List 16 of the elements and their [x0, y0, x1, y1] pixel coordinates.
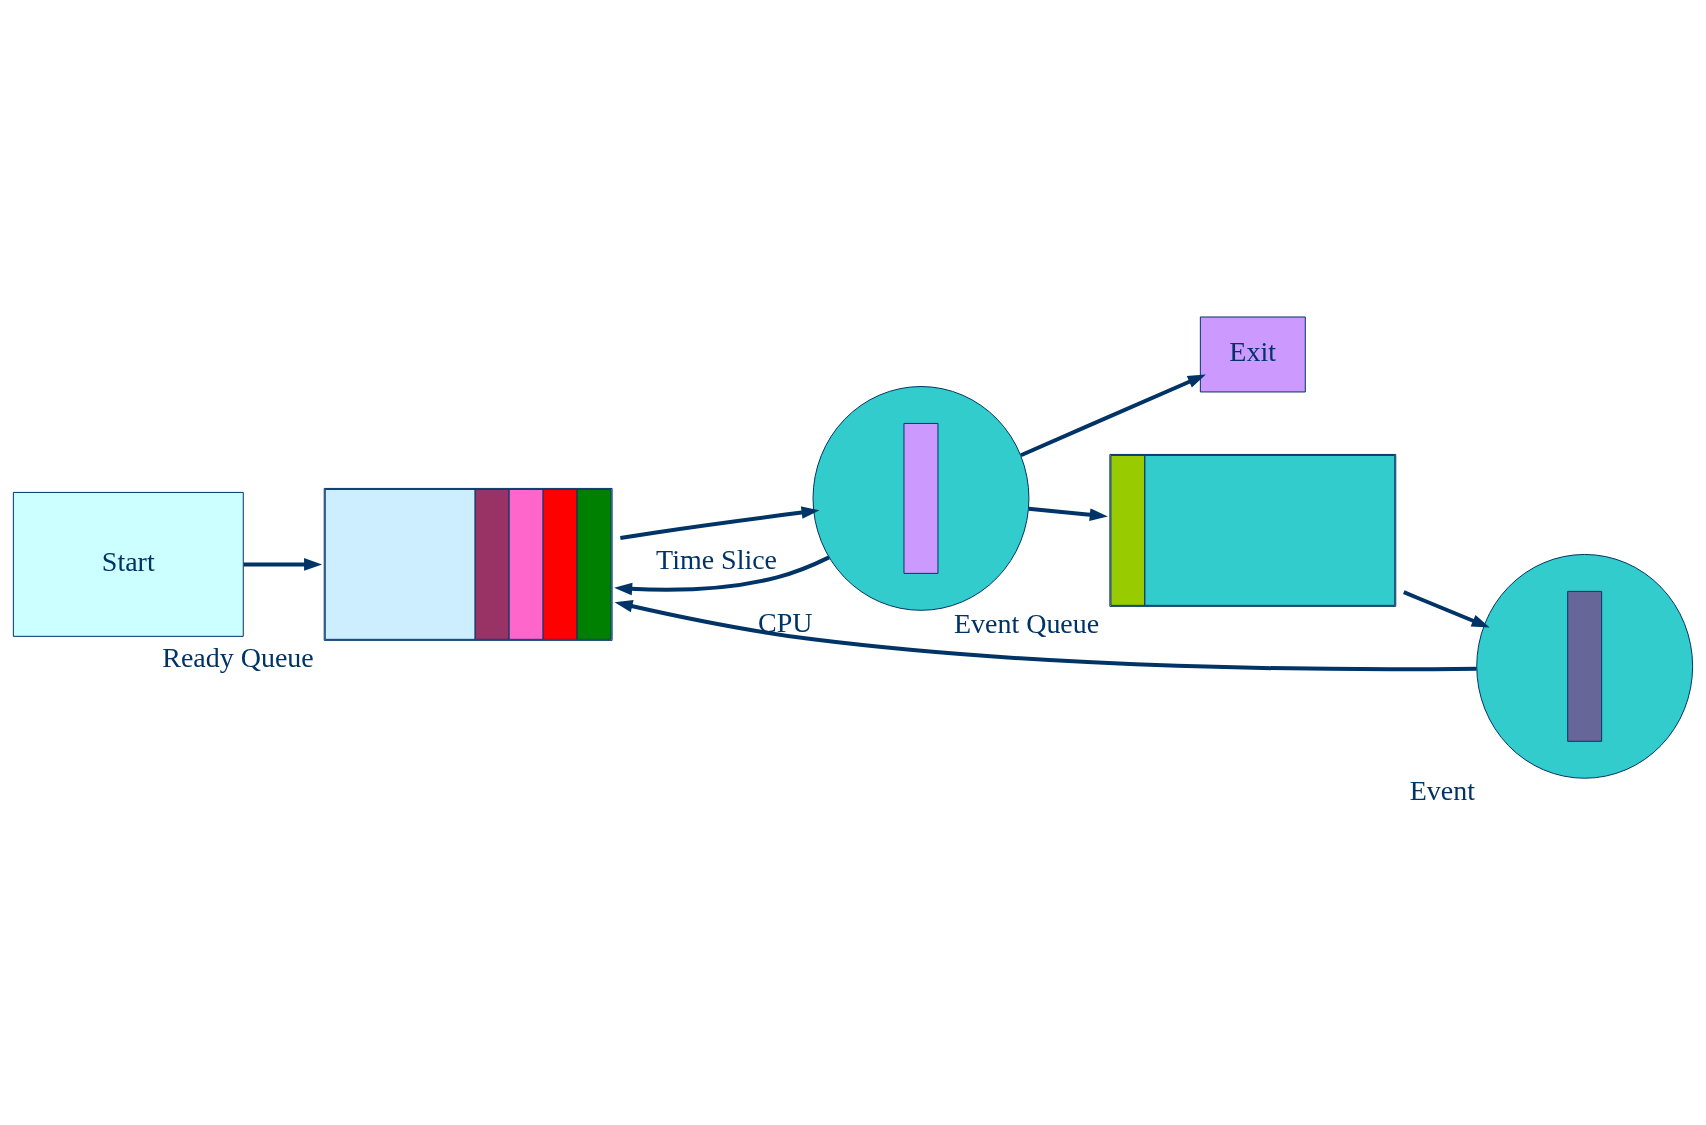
arrow [1403, 589, 1490, 628]
node-label: Ready Queue [162, 641, 314, 673]
node-label: CPU [758, 606, 813, 638]
node-ellipse [1476, 553, 1694, 779]
node-label: Event [1409, 774, 1476, 806]
arrow [1020, 374, 1206, 457]
node-ellipse [812, 385, 1030, 611]
node-label: Event Queue [953, 607, 1100, 639]
arrow [614, 599, 1477, 671]
arrow [1028, 506, 1108, 521]
arrow [614, 555, 830, 595]
arrow [243, 557, 323, 571]
node-box: Start [12, 491, 244, 637]
edge-label: Time Slice [656, 543, 778, 575]
node-box: Exit [1199, 316, 1306, 392]
arrow [620, 505, 820, 540]
